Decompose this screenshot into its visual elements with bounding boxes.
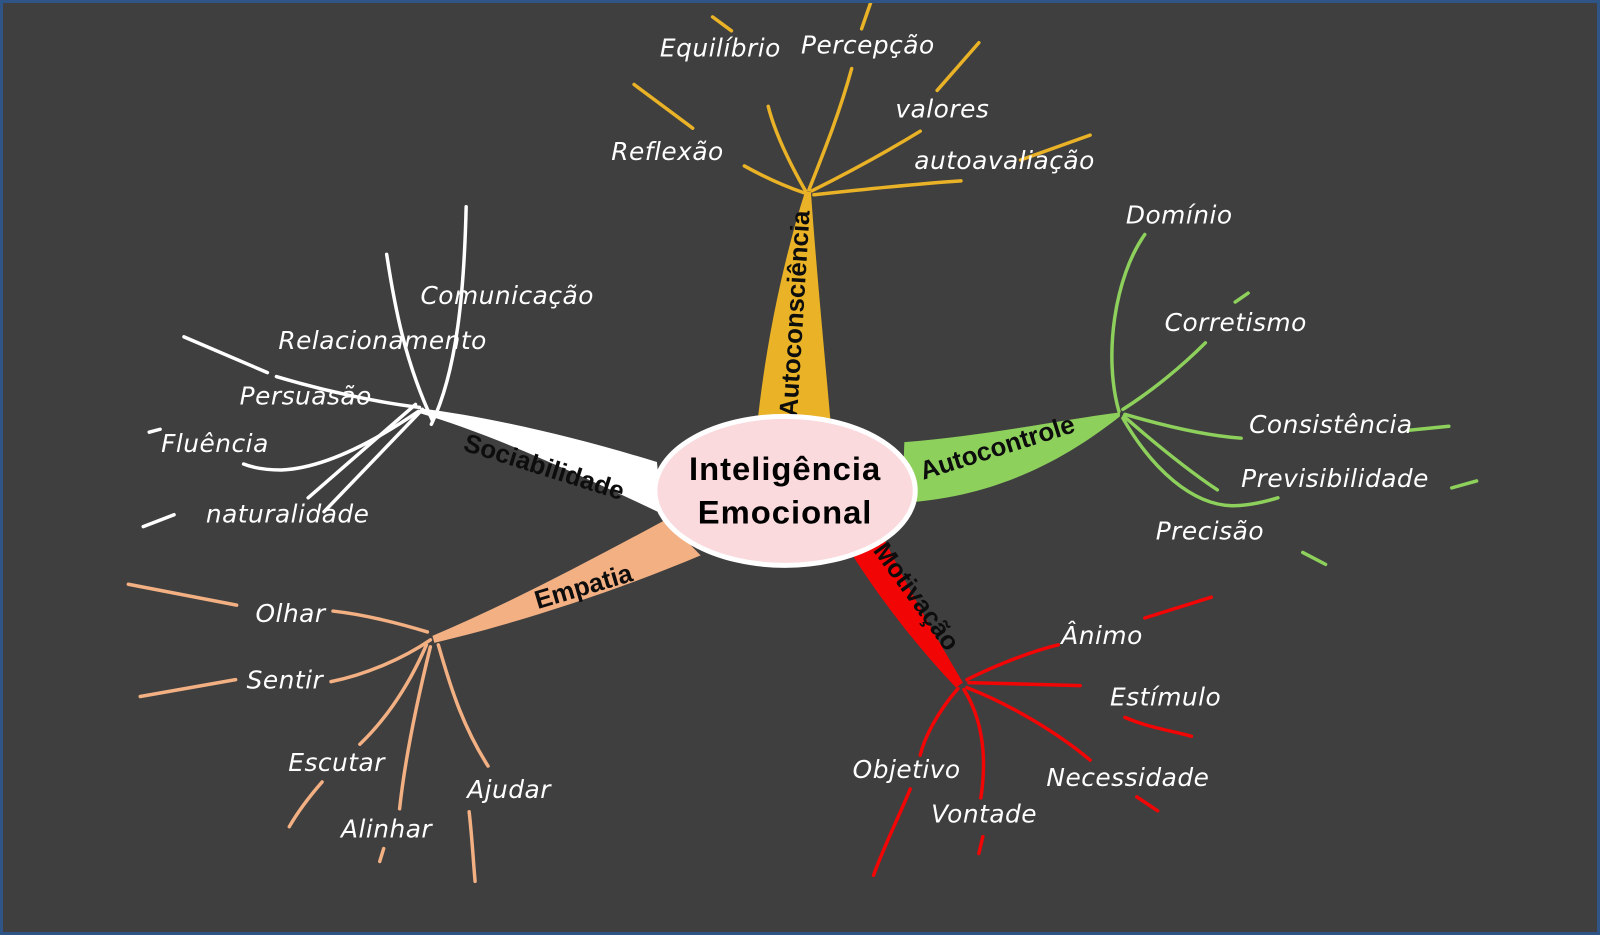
node-previsibilidade[interactable]: Previsibilidade bbox=[1241, 464, 1429, 493]
node-olhar[interactable]: Olhar bbox=[256, 599, 327, 628]
dash-sentir bbox=[138, 677, 238, 699]
center-title-line2: Emocional bbox=[698, 494, 873, 531]
dash-alinhar bbox=[377, 846, 386, 864]
dash-precisao bbox=[1301, 550, 1328, 567]
dash-reflexao bbox=[632, 82, 695, 130]
node-valores[interactable]: valores bbox=[895, 94, 989, 123]
node-objetivo[interactable]: Objetivo bbox=[853, 755, 961, 784]
branch-trunks bbox=[420, 191, 1120, 688]
tick-fluencia bbox=[147, 427, 162, 434]
autoconsciencia-labels: Equilíbrio Percepção valores Reflexão au… bbox=[611, 31, 1095, 175]
node-necessidade[interactable]: Necessidade bbox=[1046, 763, 1209, 792]
dash-corretismo bbox=[1233, 291, 1250, 304]
line-reflexao bbox=[742, 164, 806, 195]
center-title-line1: Inteligência bbox=[689, 450, 881, 487]
line-alinhar bbox=[397, 645, 433, 811]
motivacao-lines bbox=[871, 595, 1214, 878]
sociabilidade-labels: Comunicação Relacionamento Persuasão Flu… bbox=[161, 281, 593, 529]
line-escutar bbox=[358, 643, 429, 746]
dash-previsibilidade bbox=[1450, 479, 1479, 490]
line-relacionamento bbox=[384, 252, 435, 423]
line-ajudar bbox=[436, 643, 490, 768]
line-animo bbox=[965, 643, 1061, 682]
line-percepcao bbox=[807, 66, 854, 192]
sociabilidade-lines bbox=[141, 204, 468, 529]
line-precisao bbox=[1121, 416, 1280, 508]
node-consistencia[interactable]: Consistência bbox=[1249, 410, 1413, 439]
tail-objetivo bbox=[871, 787, 913, 878]
dash-valores bbox=[935, 41, 981, 93]
tail-escutar bbox=[287, 780, 324, 829]
line-comunicacao bbox=[429, 204, 468, 427]
autocontrole-labels: Domínio Corretismo Consistência Previsib… bbox=[1126, 201, 1429, 546]
dash-autoavaliacao bbox=[1018, 133, 1092, 162]
dash-naturalidade bbox=[141, 512, 176, 529]
empatia-labels: Olhar Sentir Escutar Alinhar Ajudar bbox=[247, 599, 552, 844]
line-olhar bbox=[331, 609, 430, 634]
branch-sociabilidade-trunk[interactable] bbox=[420, 408, 662, 514]
node-equilibrio[interactable]: Equilíbrio bbox=[660, 34, 781, 63]
dash-vontade bbox=[977, 834, 985, 856]
dash-olhar bbox=[126, 582, 239, 607]
line-persuasao bbox=[274, 374, 422, 410]
branch-autoconsciencia-trunk[interactable] bbox=[757, 191, 831, 425]
motivacao-labels: Ânimo Estímulo Necessidade Objetivo Vont… bbox=[853, 621, 1221, 829]
node-percepcao[interactable]: Percepção bbox=[801, 31, 935, 60]
line-vontade bbox=[962, 687, 986, 800]
node-naturalidade[interactable]: naturalidade bbox=[206, 500, 370, 529]
node-sentir[interactable]: Sentir bbox=[247, 666, 325, 695]
node-estimulo[interactable]: Estímulo bbox=[1110, 682, 1221, 711]
node-reflexao[interactable]: Reflexão bbox=[611, 137, 724, 166]
node-animo[interactable]: Ânimo bbox=[1059, 621, 1142, 650]
line-autoavaliacao bbox=[812, 179, 963, 197]
dash-necessidade bbox=[1135, 795, 1160, 813]
center-node[interactable]: Inteligência Emocional bbox=[652, 413, 918, 568]
dash-persuasao bbox=[182, 335, 270, 375]
node-fluencia[interactable]: Fluência bbox=[161, 429, 269, 458]
node-corretismo[interactable]: Corretismo bbox=[1165, 308, 1307, 337]
tail-ajudar bbox=[467, 810, 477, 884]
line-estimulo bbox=[967, 680, 1082, 688]
dash-animo bbox=[1143, 595, 1214, 620]
branch-motivacao-trunk[interactable] bbox=[845, 537, 963, 688]
dash-consistencia bbox=[1407, 424, 1451, 432]
center-ellipse[interactable] bbox=[652, 413, 918, 568]
line-valores bbox=[810, 129, 922, 193]
line-naturalidade bbox=[322, 407, 425, 514]
node-autoavaliacao[interactable]: autoavaliação bbox=[914, 146, 1095, 175]
dash-equilibrio bbox=[710, 15, 734, 33]
line-equilibrio bbox=[766, 104, 808, 194]
line-corretismo bbox=[1121, 341, 1208, 412]
node-escutar[interactable]: Escutar bbox=[288, 748, 386, 777]
line-consistencia bbox=[1123, 412, 1243, 440]
autocontrole-lines bbox=[1110, 232, 1479, 567]
node-vontade[interactable]: Vontade bbox=[931, 800, 1037, 829]
line-fluencia bbox=[241, 409, 421, 472]
line-necessidade bbox=[965, 685, 1092, 762]
node-ajudar[interactable]: Ajudar bbox=[465, 775, 552, 804]
branch-empatia-trunk[interactable] bbox=[432, 519, 701, 643]
node-precisao[interactable]: Precisão bbox=[1156, 517, 1264, 546]
dash-estimulo bbox=[1123, 715, 1194, 739]
line-previsibilidade bbox=[1122, 414, 1220, 492]
line-objetivo bbox=[918, 686, 960, 757]
line-naturalidade-2 bbox=[306, 402, 418, 500]
empatia-lines bbox=[126, 582, 490, 884]
node-dominio[interactable]: Domínio bbox=[1126, 201, 1233, 230]
line-sentir bbox=[329, 638, 433, 684]
autoconsciencia-lines bbox=[632, 3, 1092, 197]
node-relacionamento[interactable]: Relacionamento bbox=[278, 326, 486, 355]
node-persuasao[interactable]: Persuasão bbox=[240, 381, 372, 410]
dash-percepcao bbox=[859, 3, 873, 31]
node-alinhar[interactable]: Alinhar bbox=[339, 815, 433, 844]
line-dominio bbox=[1110, 232, 1147, 414]
node-comunicacao[interactable]: Comunicação bbox=[420, 281, 593, 310]
branch-autocontrole-trunk[interactable] bbox=[902, 412, 1120, 503]
